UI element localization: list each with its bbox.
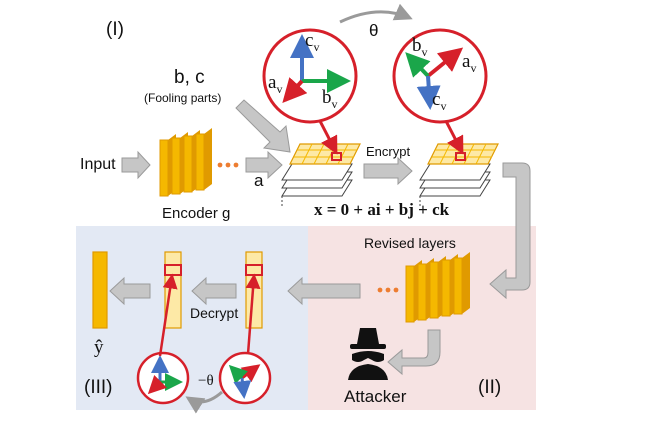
minus-theta-label: −θ — [198, 373, 214, 389]
decrypted-bar — [164, 251, 182, 329]
attacker-arrow — [387, 329, 441, 376]
encrypt-label: Encrypt — [366, 144, 411, 159]
pointer-decrypted — [158, 273, 178, 357]
encrypt-arrow — [363, 156, 413, 186]
axis-label-a-original: av — [268, 72, 283, 96]
revised-dots — [377, 287, 399, 293]
output-bar — [92, 251, 108, 329]
fooling-parts-title: b, c — [174, 67, 205, 88]
y-hat-label: ŷ — [94, 337, 104, 358]
input-arrow — [121, 150, 151, 180]
pointer-rotated — [444, 120, 464, 155]
axes-circle-decrypted — [136, 351, 190, 405]
encoder-label: Encoder g — [162, 205, 231, 222]
revised-layers-block — [405, 252, 470, 323]
encoder-dots — [217, 162, 239, 168]
axis-label-b-original: bv — [322, 87, 338, 111]
axis-label-b-rotated: bv — [412, 35, 428, 59]
panel-label-iii: (III) — [84, 377, 113, 398]
attacker-icon — [348, 328, 388, 380]
rotation-arc-arrow — [339, 3, 413, 24]
a-arrow — [245, 150, 283, 180]
attacker-label: Attacker — [344, 387, 407, 406]
quaternion-formula: x = 0 + ai + bj + ck — [314, 200, 450, 219]
pointer-encrypted — [245, 273, 261, 355]
panel-label-ii: (II) — [478, 377, 502, 398]
axis-label-c-original: cv — [305, 30, 320, 54]
axis-label-a-rotated: av — [462, 51, 477, 75]
feature-stack-encrypted — [419, 143, 499, 206]
return-arrow — [287, 276, 361, 306]
inverse-rotation-arrow — [185, 390, 223, 414]
feature-stack-plain — [281, 143, 361, 206]
fooling-parts-arrow — [235, 99, 291, 153]
input-label: Input — [80, 156, 116, 173]
pointer-original — [318, 120, 338, 155]
axis-label-c-rotated: cv — [432, 89, 447, 113]
transmit-arrow — [489, 162, 531, 300]
theta-label: θ — [369, 21, 379, 40]
axes-circle-rotated — [392, 28, 488, 124]
output-arrow — [109, 276, 151, 306]
decrypt-arrow — [191, 276, 237, 306]
axes-circle-original — [262, 28, 358, 124]
revised-layers-label: Revised layers — [364, 235, 456, 251]
a-label: a — [254, 171, 264, 190]
fooling-parts-subtitle: (Fooling parts) — [144, 91, 222, 105]
axes-circle-encrypted — [218, 351, 272, 405]
panel-label-i: (I) — [106, 19, 124, 40]
decrypt-label: Decrypt — [190, 305, 239, 321]
encoder-block — [159, 128, 212, 197]
